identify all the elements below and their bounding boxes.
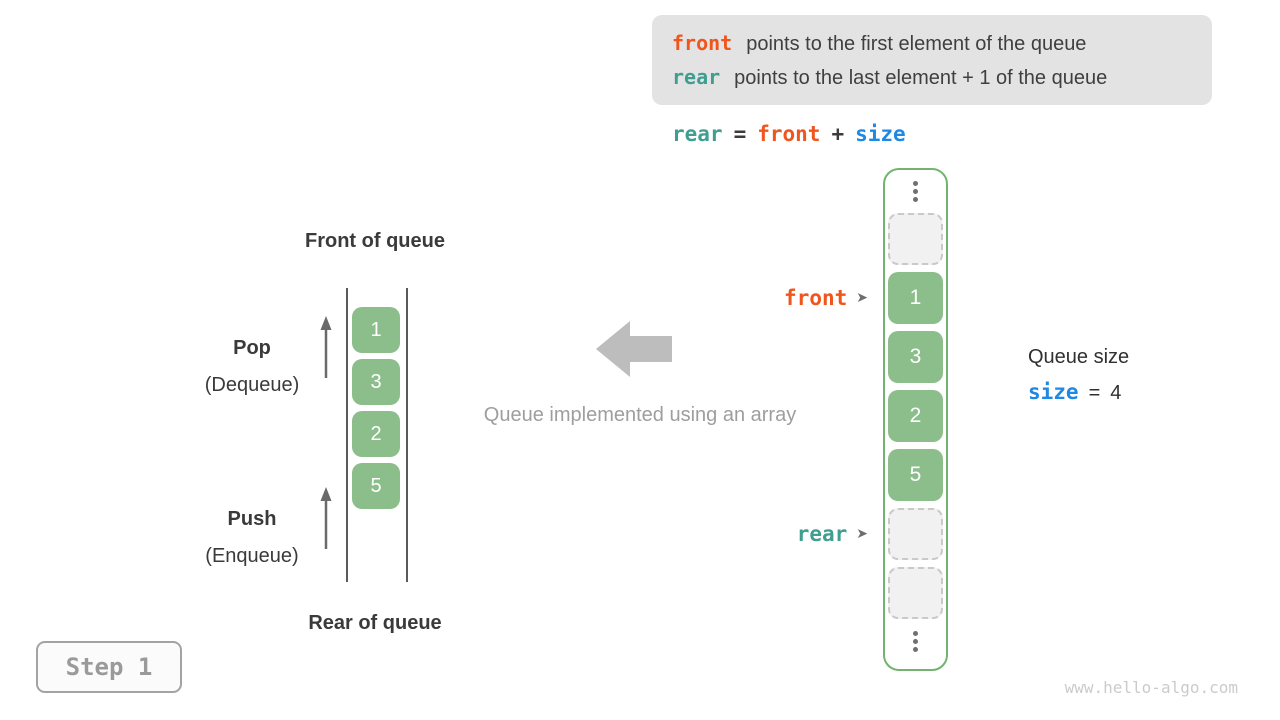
formula-rear: rear bbox=[672, 122, 723, 146]
formula-size: size bbox=[855, 122, 906, 146]
size-equals: = bbox=[1088, 382, 1101, 404]
array-cell-empty bbox=[888, 567, 943, 619]
rear-pointer: rear ➤ bbox=[690, 520, 868, 548]
queue-element: 3 bbox=[352, 359, 400, 405]
queue-elements: 1 3 2 5 bbox=[352, 307, 400, 509]
step-badge: Step 1 bbox=[36, 641, 182, 693]
rear-definition-text: points to the last element + 1 of the qu… bbox=[734, 66, 1108, 89]
push-direction-arrow-icon bbox=[320, 487, 332, 549]
array-cell: 3 bbox=[888, 331, 943, 383]
array-cell: 5 bbox=[888, 449, 943, 501]
array-container: 1 3 2 5 bbox=[883, 168, 948, 671]
rear-of-queue-label: Rear of queue bbox=[308, 612, 442, 634]
rear-pointer-arrow-icon: ➤ bbox=[856, 526, 868, 542]
enqueue-label: (Enqueue) bbox=[205, 545, 299, 567]
watermark: www.hello-algo.com bbox=[1064, 678, 1238, 697]
front-definition-line: front points to the first element of the… bbox=[672, 31, 1192, 56]
queue-size-title: Queue size bbox=[1028, 346, 1130, 368]
left-arrow-icon bbox=[596, 321, 672, 377]
dequeue-label: (Dequeue) bbox=[204, 374, 300, 396]
array-cell-empty bbox=[888, 213, 943, 265]
push-label-group: Push (Enqueue) bbox=[172, 506, 332, 569]
front-definition-text: points to the first element of the queue bbox=[746, 32, 1087, 55]
size-variable: size bbox=[1028, 380, 1079, 404]
front-keyword: front bbox=[672, 30, 733, 55]
ellipsis-bottom-icon bbox=[913, 626, 918, 656]
queue-element: 1 bbox=[352, 307, 400, 353]
queue-size-block: Queue size size = 4 bbox=[1028, 344, 1129, 405]
pop-label-group: Pop (Dequeue) bbox=[172, 335, 332, 398]
rear-keyword: rear bbox=[672, 64, 721, 89]
pop-direction-arrow-icon bbox=[320, 316, 332, 378]
ellipsis-top-icon bbox=[913, 176, 918, 206]
formula-equals: = bbox=[733, 122, 747, 146]
front-pointer: front ➤ bbox=[690, 284, 868, 312]
formula-front: front bbox=[757, 122, 821, 146]
push-label: Push bbox=[227, 508, 277, 530]
queue-element: 2 bbox=[352, 411, 400, 457]
queue-element: 5 bbox=[352, 463, 400, 509]
formula-plus: + bbox=[831, 122, 845, 146]
array-cell: 1 bbox=[888, 272, 943, 324]
queue-channel-left-line bbox=[346, 288, 348, 582]
pop-label: Pop bbox=[233, 337, 271, 359]
definition-callout: front points to the first element of the… bbox=[652, 15, 1212, 105]
rear-pointer-label: rear bbox=[796, 522, 848, 546]
front-pointer-label: front bbox=[784, 286, 848, 310]
size-value: 4 bbox=[1110, 382, 1122, 404]
queue-channel-right-line bbox=[406, 288, 408, 582]
array-cell-empty bbox=[888, 508, 943, 560]
front-pointer-arrow-icon: ➤ bbox=[856, 290, 868, 306]
array-implementation-caption: Queue implemented using an array bbox=[483, 404, 797, 426]
rear-formula: rear = front + size bbox=[672, 122, 906, 146]
array-cell: 2 bbox=[888, 390, 943, 442]
queue-size-expression: size = 4 bbox=[1028, 380, 1129, 405]
rear-definition-line: rear points to the last element + 1 of t… bbox=[672, 65, 1192, 90]
front-of-queue-label: Front of queue bbox=[305, 230, 445, 252]
